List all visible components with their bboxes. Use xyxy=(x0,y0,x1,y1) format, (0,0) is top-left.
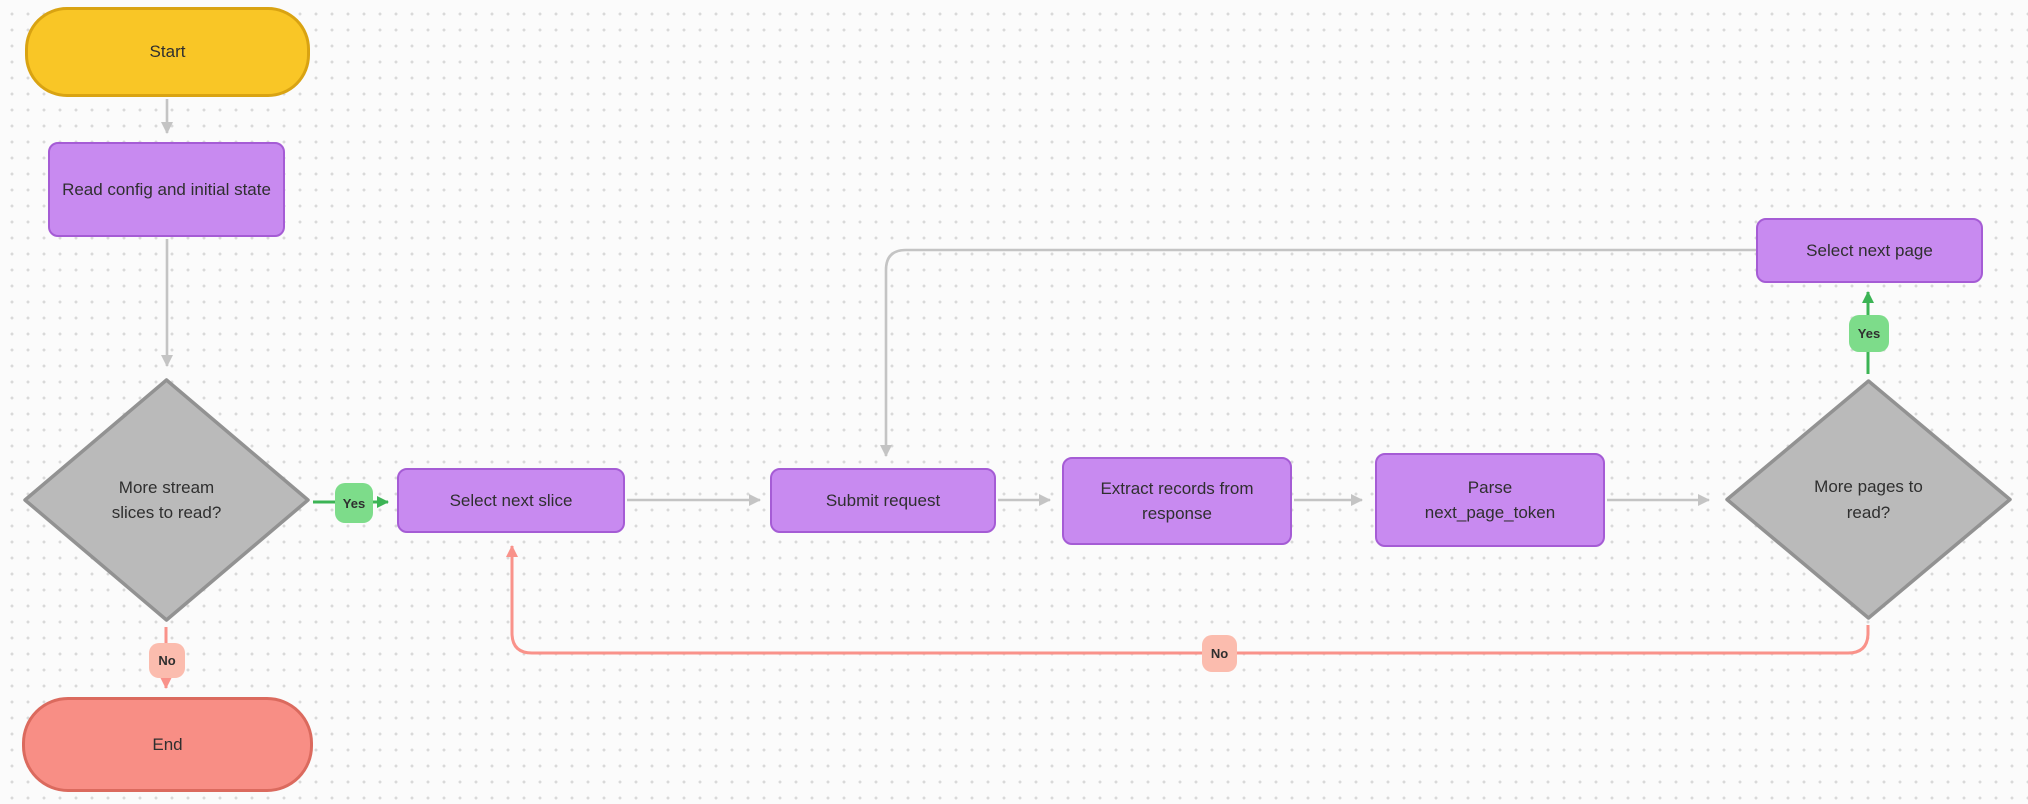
badge-label: Yes xyxy=(342,495,366,511)
node-select-next-slice[interactable]: Select next slice xyxy=(397,468,625,533)
node-label: More pages to read? xyxy=(1814,477,1923,522)
node-label: Parse next_page_token xyxy=(1424,477,1556,523)
node-submit-request[interactable]: Submit request xyxy=(770,468,996,533)
node-label: Read config and initial state xyxy=(62,179,271,199)
node-label: Submit request xyxy=(825,490,941,510)
node-more-stream-slices[interactable]: More stream slices to read? xyxy=(20,375,313,625)
edge-label-pages-no[interactable]: No xyxy=(1202,635,1237,672)
node-label: Select next slice xyxy=(449,490,573,510)
badge-label: Yes xyxy=(1857,326,1881,341)
node-end[interactable]: End xyxy=(22,697,313,792)
edge-label-slices-yes[interactable]: Yes xyxy=(335,483,373,523)
node-label: Select next page xyxy=(1806,240,1933,260)
badge-label: No xyxy=(158,653,176,668)
diamond-shape xyxy=(23,378,310,622)
node-start[interactable]: Start xyxy=(25,7,310,97)
node-extract-records[interactable]: Extract records from response xyxy=(1062,457,1292,545)
edge-more-pages-no-to-select-slice xyxy=(506,545,1870,655)
node-label: Start xyxy=(149,42,186,62)
badge-label: No xyxy=(1210,646,1229,661)
node-read-config[interactable]: Read config and initial state xyxy=(48,142,285,237)
edge-label-slices-no[interactable]: No xyxy=(149,643,185,678)
edge-label-pages-yes[interactable]: Yes xyxy=(1849,315,1889,352)
node-select-next-page[interactable]: Select next page xyxy=(1756,218,1983,283)
node-label: Extract records from response xyxy=(1100,478,1254,524)
edge-select-page-to-submit xyxy=(880,248,1756,457)
node-more-pages[interactable]: More pages to read? xyxy=(1722,376,2015,623)
node-parse-next-page-token[interactable]: Parse next_page_token xyxy=(1375,453,1605,547)
node-label: End xyxy=(152,734,183,754)
diamond-shape xyxy=(1725,379,2012,620)
node-label: More stream slices to read? xyxy=(111,477,222,523)
